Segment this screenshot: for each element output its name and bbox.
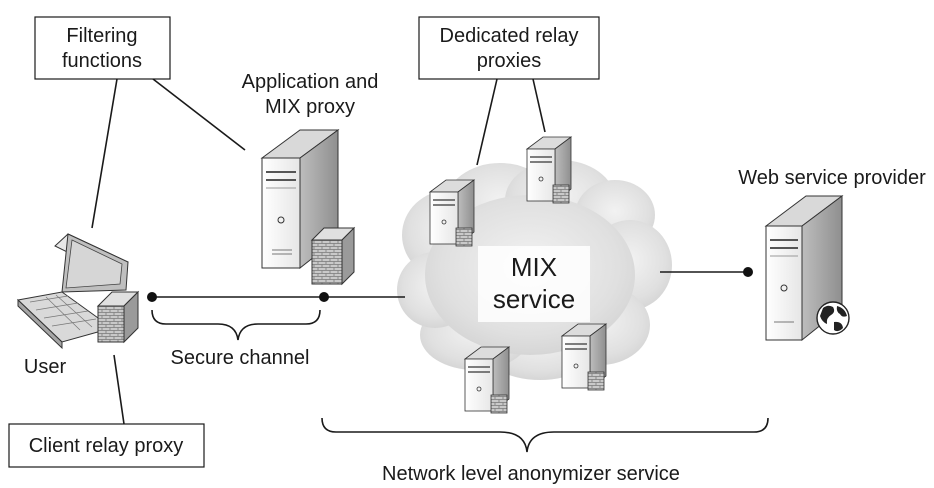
web-endpoint xyxy=(743,267,753,277)
secure-channel-brace xyxy=(151,309,321,341)
filtering-to-user-line xyxy=(91,78,118,229)
filtering-functions-box xyxy=(34,16,171,80)
mix-service-label-1: MIX xyxy=(511,252,557,282)
app-mix-proxy-label-1: Application and xyxy=(242,71,379,93)
anonymizer-brace xyxy=(321,417,769,453)
dedicated-relay-box xyxy=(418,16,600,80)
client-relay-proxy-box xyxy=(8,423,205,468)
user-label: User xyxy=(24,356,67,378)
firewall-icon xyxy=(96,290,140,344)
server-icon xyxy=(428,179,476,247)
relay-server-1 xyxy=(428,179,476,247)
client-relay-line xyxy=(113,354,125,425)
channel-endpoint-proxy xyxy=(319,292,329,302)
relay-line-2 xyxy=(532,78,546,133)
channel-endpoint-user xyxy=(147,292,157,302)
filtering-functions-label-1: Filtering xyxy=(66,25,137,47)
filtering-functions-label-2: functions xyxy=(62,50,142,72)
web-service-provider-server xyxy=(764,195,850,342)
server-icon xyxy=(560,323,608,391)
server-icon xyxy=(525,136,573,204)
laptop-icon xyxy=(16,233,129,350)
relay-server-2 xyxy=(525,136,573,204)
network-anonymizer-label: Network level anonymizer service xyxy=(382,463,680,485)
client-relay-proxy-label: Client relay proxy xyxy=(29,435,184,457)
server-icon xyxy=(463,346,511,414)
secure-channel-label: Secure channel xyxy=(171,347,310,369)
firewall-icon xyxy=(310,226,356,286)
dedicated-relay-label-2: proxies xyxy=(477,50,541,72)
dedicated-relay-label-1: Dedicated relay xyxy=(440,25,579,47)
filtering-to-proxy-line xyxy=(152,78,246,151)
web-service-provider-label: Web service provider xyxy=(738,167,926,189)
relay-server-3 xyxy=(463,346,511,414)
cloud-icon xyxy=(397,160,672,380)
user-laptop xyxy=(16,233,140,350)
relay-server-4 xyxy=(560,323,608,391)
mix-service-label-2: service xyxy=(493,284,575,314)
globe-icon xyxy=(816,301,850,335)
application-mix-proxy-server xyxy=(260,129,356,286)
relay-line-1 xyxy=(476,78,498,166)
app-mix-proxy-label-2: MIX proxy xyxy=(265,96,355,118)
